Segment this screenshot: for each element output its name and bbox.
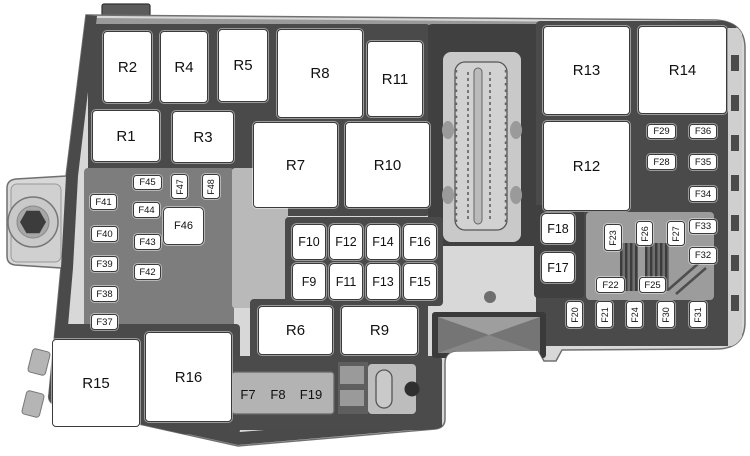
fuse-F7: F7 — [240, 386, 256, 402]
relay-R13: R13 — [543, 26, 630, 115]
fuse-F27-label: F27 — [670, 225, 681, 242]
relay-R12: R12 — [543, 121, 630, 211]
relay-R1: R1 — [92, 110, 160, 162]
relay-R9: R9 — [341, 306, 418, 355]
fuse-F18: F18 — [541, 213, 575, 244]
fuse-F20-label: F20 — [569, 306, 580, 323]
fuse-F11: F11 — [329, 263, 363, 300]
fuse-F17: F17 — [541, 252, 575, 283]
fuse-F46: F46 — [163, 207, 204, 245]
fuse-F27: F27 — [667, 221, 685, 246]
fuse-F32: F32 — [689, 247, 717, 264]
x-pattern-recess — [432, 312, 546, 358]
fuse-F30: F30 — [657, 301, 675, 328]
fuse-F15: F15 — [403, 263, 437, 300]
fuse-F26-label: F26 — [639, 225, 650, 242]
fuse-F30-label: F30 — [660, 306, 671, 323]
fuse-F21-label: F21 — [599, 306, 610, 323]
relay-R15: R15 — [52, 339, 140, 427]
fuse-F39: F39 — [91, 256, 118, 272]
fuse-F12: F12 — [329, 224, 363, 260]
fuse-F23-label: F23 — [607, 229, 618, 246]
fuse-F26: F26 — [636, 221, 653, 246]
fuse-F47-label: F47 — [174, 178, 185, 195]
main-connector — [442, 52, 522, 242]
fuse-F48-label: F48 — [205, 178, 216, 195]
relay-R11: R11 — [367, 41, 423, 117]
relay-R5: R5 — [218, 29, 268, 102]
fuse-F40: F40 — [91, 226, 118, 242]
bottom-fuse-plate — [231, 371, 335, 415]
fuse-F28: F28 — [647, 154, 676, 170]
fuse-F25: F25 — [639, 277, 666, 293]
relay-R8: R8 — [277, 29, 363, 118]
relay-R14: R14 — [638, 26, 727, 114]
fuse-F45: F45 — [133, 175, 162, 190]
fuse-F21: F21 — [596, 301, 613, 328]
fuse-F37: F37 — [91, 314, 118, 330]
fuse-F14: F14 — [366, 224, 400, 260]
fuse-F38: F38 — [91, 286, 118, 302]
fuse-F42: F42 — [134, 264, 161, 280]
fuse-F31: F31 — [689, 301, 707, 328]
relay-R4: R4 — [160, 31, 208, 103]
fuse-F13: F13 — [366, 263, 400, 300]
fuse-F33: F33 — [689, 219, 717, 234]
fuse-F34: F34 — [689, 186, 717, 202]
fuse-F19: F19 — [299, 386, 323, 402]
relay-R2: R2 — [103, 31, 152, 103]
fuse-F23: F23 — [604, 224, 622, 251]
fuse-F16: F16 — [403, 224, 437, 260]
fuse-F36: F36 — [689, 124, 717, 139]
fuse-F20: F20 — [566, 301, 583, 328]
relay-R6: R6 — [258, 306, 333, 355]
fuse-F47: F47 — [171, 174, 188, 199]
relay-R16: R16 — [145, 332, 232, 422]
fuse-F9: F9 — [292, 263, 326, 300]
bottom-connector — [338, 362, 420, 414]
fuse-F8: F8 — [270, 386, 286, 402]
fuse-F29: F29 — [647, 124, 676, 139]
relay-R7: R7 — [253, 122, 338, 208]
fuse-F44: F44 — [133, 202, 160, 218]
bolt-icon — [7, 183, 62, 263]
fuse-F35: F35 — [689, 154, 717, 170]
fuse-F43: F43 — [134, 234, 161, 250]
fuse-F31-label: F31 — [692, 306, 703, 323]
fuse-F24-label: F24 — [629, 306, 640, 323]
fuse-F24: F24 — [626, 301, 643, 328]
fuse-F22: F22 — [596, 277, 625, 293]
relay-R3: R3 — [172, 111, 234, 163]
fuse-F10: F10 — [292, 224, 326, 260]
round-hole — [484, 291, 496, 303]
fuse-F41: F41 — [90, 194, 117, 210]
fuse-F48: F48 — [202, 174, 220, 199]
relay-R10: R10 — [345, 122, 430, 208]
